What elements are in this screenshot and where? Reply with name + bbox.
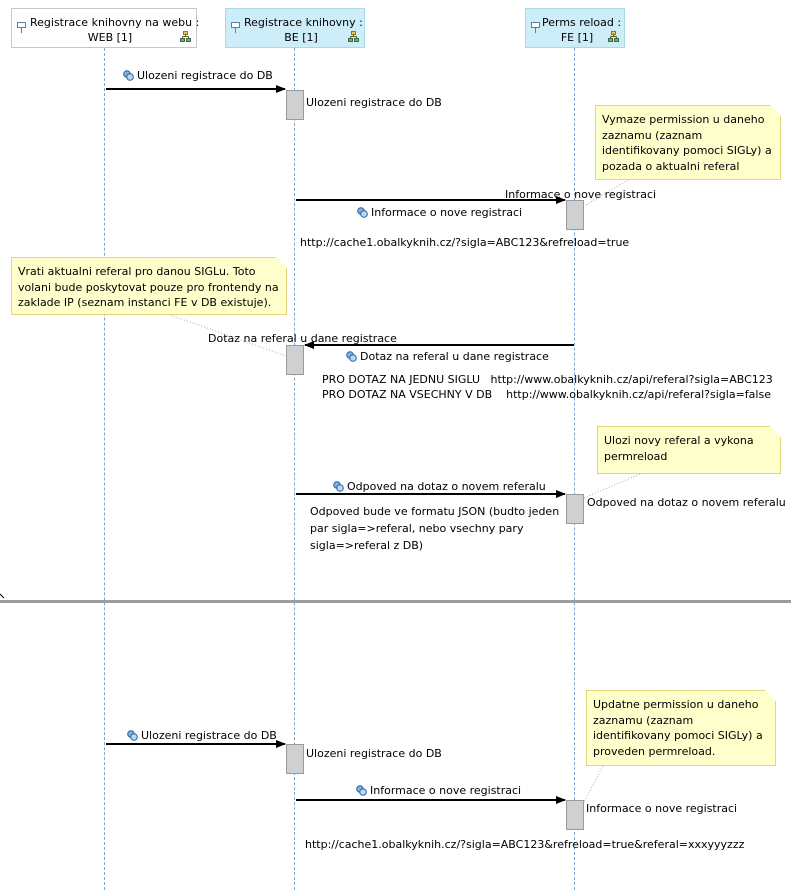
activation-be-2[interactable]: [286, 345, 304, 375]
activation-fe-2[interactable]: [566, 494, 584, 524]
message-desc-4-line2: par sigla=>referal, nebo vsechny pary: [310, 522, 524, 535]
message-url-2: http://cache1.obalkyknih.cz/?sigla=ABC12…: [300, 236, 630, 249]
message-text: Odpoved na dotaz o novem referalu: [347, 480, 546, 493]
lifeline-icon: [231, 22, 240, 33]
note-1-line2: zaznamu (zaznam: [602, 128, 703, 142]
lifeline-web-name: Registrace knihovny na webu :: [30, 16, 200, 29]
message-text: Informace o nove registraci: [371, 206, 523, 219]
lifeline-web-instance: WEB [1]: [87, 31, 133, 44]
note-2[interactable]: Vrati aktualni referal pro danou SIGLu. …: [11, 257, 287, 315]
lifeline-fe-name: Perms reload :: [542, 16, 622, 29]
note-4[interactable]: Updatne permission u daneho zaznamu (zaz…: [586, 690, 776, 766]
note-4-line2: zaznamu (zaznam: [593, 713, 694, 727]
note-4-line4: proveden permreload.: [593, 744, 716, 758]
lifeline-fe: [574, 48, 575, 890]
message-text: Ulozeni registrace do DB: [141, 729, 277, 742]
message-icon: [123, 70, 134, 81]
note-3-line2: permreload: [604, 449, 668, 463]
note-3[interactable]: Ulozi novy referal a vykona permreload: [597, 426, 781, 474]
activation-be-1[interactable]: [286, 90, 304, 120]
message-icon: [333, 481, 344, 492]
message-text: Ulozeni registrace do DB: [137, 69, 273, 82]
lifeline-icon: [17, 22, 26, 33]
lifeline-head-fe[interactable]: Perms reload : FE [1]: [525, 8, 625, 48]
lifeline-head-web[interactable]: Registrace knihovny na webu : WEB [1]: [11, 8, 200, 48]
note-1-line4: pozada o aktualni referal: [602, 159, 740, 173]
structure-icon: [348, 31, 359, 42]
message-icon: [357, 207, 368, 218]
message-desc-3-line1: PRO DOTAZ NA JEDNU SIGLU http://www.obal…: [322, 373, 773, 386]
structure-icon: [608, 31, 619, 42]
message-text: Informace o nove registraci: [370, 784, 522, 797]
note-4-line3: identifikovany pomoci SIGLy) a: [593, 729, 763, 742]
message-label-3[interactable]: Dotaz na referal u dane registrace: [346, 350, 549, 364]
note-2-line3: zaklade IP (seznam instanci FE v DB exis…: [18, 296, 272, 309]
message-icon: [356, 785, 367, 796]
note-1-line3: identifikovany pomoci SIGLy) a: [602, 144, 772, 157]
structure-icon: [180, 31, 191, 42]
message-label-1[interactable]: Ulozeni registrace do DB: [123, 69, 273, 83]
execution-label-5: Ulozeni registrace do DB: [306, 747, 442, 760]
message-url-6: http://cache1.obalkyknih.cz/?sigla=ABC12…: [305, 838, 745, 851]
lifeline-be-name: Registrace knihovny :: [244, 16, 363, 29]
lifeline-icon: [531, 22, 540, 33]
note-1[interactable]: Vymaze permission u daneho zaznamu (zazn…: [595, 105, 781, 180]
note-1-line1: Vymaze permission u daneho: [602, 113, 765, 126]
execution-label-6: Informace o nove registraci: [586, 802, 738, 815]
message-label-4[interactable]: Odpoved na dotaz o novem referalu: [333, 480, 546, 494]
note-4-line1: Updatne permission u daneho: [593, 698, 759, 711]
message-label-3-top: Dotaz na referal u dane registrace: [208, 332, 397, 345]
note-2-line2: volani bude poskytovat pouze pro fronten…: [18, 280, 279, 294]
lifeline-be: [294, 48, 295, 890]
lifeline-be-instance: BE [1]: [284, 31, 318, 44]
message-label-2[interactable]: Informace o nove registraci: [357, 206, 522, 220]
activation-be-3[interactable]: [286, 744, 304, 774]
message-desc-4-line3: sigla=>referal z DB): [310, 539, 424, 552]
message-desc-3-line2: PRO DOTAZ NA VSECHNY V DB http://www.oba…: [322, 388, 771, 401]
diagram-separator: [0, 600, 791, 603]
lifeline-web: [104, 48, 105, 890]
activation-fe-3[interactable]: [566, 800, 584, 830]
execution-label-1: Ulozeni registrace do DB: [306, 96, 442, 109]
note-3-line1: Ulozi novy referal a vykona: [604, 434, 754, 447]
message-desc-4-line1: Odpoved bude ve formatu JSON (budto jede…: [310, 505, 560, 518]
message-label-2-top: Informace o nove registraci: [505, 188, 657, 201]
message-desc-4: Odpoved bude ve formatu JSON (budto jede…: [310, 503, 559, 554]
message-label-5[interactable]: Ulozeni registrace do DB: [127, 729, 277, 743]
message-icon: [127, 730, 138, 741]
message-icon: [346, 351, 357, 362]
note-2-line1: Vrati aktualni referal pro danou SIGLu. …: [18, 265, 256, 278]
message-text: Dotaz na referal u dane registrace: [360, 350, 549, 363]
lifeline-head-be[interactable]: Registrace knihovny : BE [1]: [225, 8, 365, 48]
message-label-6[interactable]: Informace o nove registraci: [356, 784, 521, 798]
execution-label-4: Odpoved na dotaz o novem referalu: [587, 496, 786, 509]
activation-fe-1[interactable]: [566, 200, 584, 230]
lifeline-fe-instance: FE [1]: [560, 31, 594, 44]
